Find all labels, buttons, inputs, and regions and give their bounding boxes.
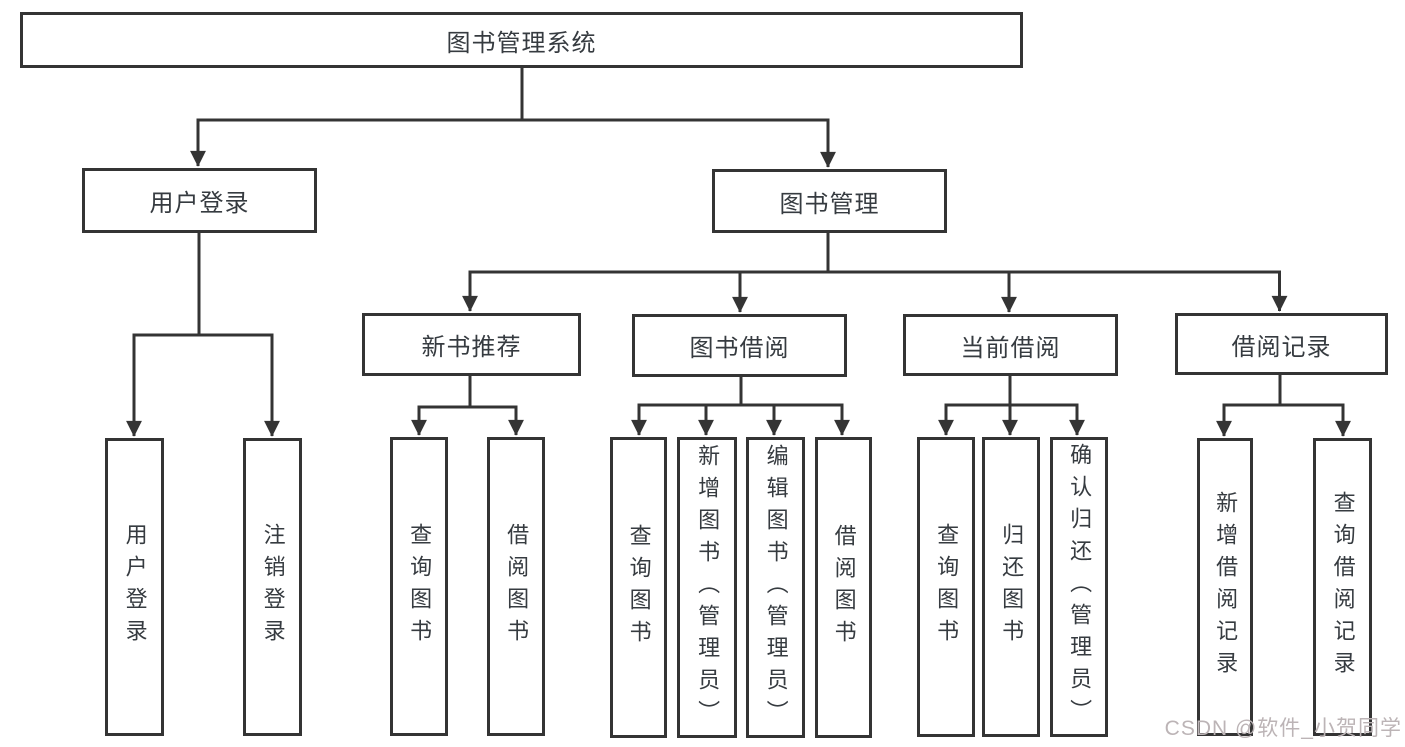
leaf-add-book-admin-label: 新增图书（管理员）	[695, 443, 721, 732]
leaf-borrow-books-borrowing-label: 借阅图书	[831, 523, 857, 652]
leaf-return-books: 归还图书	[982, 437, 1040, 737]
leaf-add-borrow-record: 新增借阅记录	[1197, 438, 1253, 736]
leaf-add-borrow-record-label: 新增借阅记录	[1213, 491, 1239, 683]
node-new-book-recommend-label: 新书推荐	[421, 334, 522, 361]
node-book-management-label: 图书管理	[779, 190, 880, 218]
node-book-borrowing-label: 图书借阅	[689, 335, 790, 362]
leaf-borrow-books-recommend: 借阅图书	[487, 437, 545, 736]
node-current-borrowing-label: 当前借阅	[960, 334, 1061, 362]
leaf-confirm-return-admin-label: 确认归还（管理员）	[1067, 443, 1093, 731]
node-current-borrowing: 当前借阅	[903, 314, 1118, 376]
node-user-login-label: 用户登录	[149, 190, 250, 217]
node-library-system: 图书管理系统	[20, 12, 1023, 68]
leaf-query-books-borrowing-label: 查询图书	[626, 523, 652, 652]
node-user-login: 用户登录	[82, 168, 317, 233]
node-library-system-label: 图书管理系统	[446, 29, 597, 57]
node-borrowing-records: 借阅记录	[1175, 313, 1388, 375]
node-book-borrowing: 图书借阅	[632, 314, 847, 377]
leaf-user-login: 用户登录	[105, 438, 164, 736]
leaf-query-books-recommend: 查询图书	[390, 437, 448, 736]
leaf-user-login-label: 用户登录	[122, 523, 148, 651]
leaf-return-books-label: 归还图书	[999, 523, 1025, 651]
leaf-confirm-return-admin: 确认归还（管理员）	[1050, 437, 1108, 737]
node-borrowing-records-label: 借阅记录	[1231, 333, 1332, 361]
node-new-book-recommend: 新书推荐	[362, 313, 581, 376]
leaf-borrow-books-recommend-label: 借阅图书	[504, 522, 530, 651]
leaf-edit-book-admin-label: 编辑图书（管理员）	[763, 443, 789, 732]
leaf-edit-book-admin: 编辑图书（管理员）	[746, 437, 805, 738]
leaf-query-books-current-label: 查询图书	[934, 523, 960, 651]
leaf-logout-label: 注销登录	[260, 523, 286, 651]
leaf-query-books-borrowing: 查询图书	[610, 437, 667, 738]
node-book-management: 图书管理	[712, 169, 947, 233]
leaf-logout: 注销登录	[243, 438, 302, 736]
leaf-borrow-books-borrowing: 借阅图书	[815, 437, 872, 738]
leaf-query-borrow-record-label: 查询借阅记录	[1330, 491, 1356, 683]
watermark: CSDN @软件_小贺同学	[1164, 717, 1402, 740]
leaf-query-books-current: 查询图书	[917, 437, 975, 737]
leaf-add-book-admin: 新增图书（管理员）	[677, 437, 737, 738]
leaf-query-books-recommend-label: 查询图书	[407, 522, 433, 651]
leaf-query-borrow-record: 查询借阅记录	[1313, 438, 1372, 736]
